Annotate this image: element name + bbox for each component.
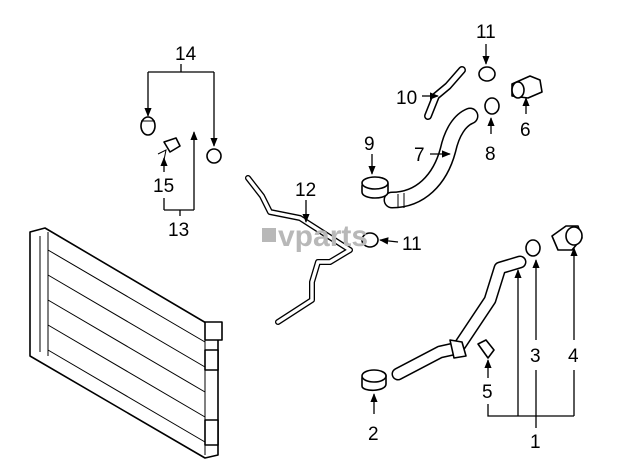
callout-9: 9: [364, 134, 375, 155]
callout-2: 2: [368, 424, 379, 445]
watermark-logo: vparts: [262, 220, 368, 253]
watermark-text: vparts: [278, 220, 368, 253]
callout-10: 10: [396, 88, 417, 109]
callout-8: 8: [485, 144, 496, 165]
callout-1: 1: [530, 432, 541, 453]
callout-14: 14: [175, 44, 197, 65]
clamp-3: [525, 239, 541, 257]
callout-13: 13: [168, 220, 189, 241]
clamp-14-right: [206, 148, 222, 164]
callout-12: 12: [295, 180, 316, 201]
clamp-2: [361, 369, 387, 392]
clip-5: [477, 339, 495, 359]
pipe-12: [245, 175, 353, 325]
hose-10: [424, 66, 466, 120]
callout-6: 6: [520, 120, 531, 141]
bracket-15: [157, 137, 181, 161]
clamp-14-left: [140, 116, 156, 136]
clamp-9: [361, 176, 389, 199]
callout-4: 4: [568, 346, 579, 367]
callout-11-middle: 11: [402, 234, 422, 255]
hose-13: [160, 112, 214, 152]
clamp-11-top: [478, 66, 496, 82]
callout-3: 3: [530, 346, 541, 367]
clamp-11-middle: [361, 232, 379, 248]
radiator: [29, 227, 223, 459]
hose-7: [383, 107, 479, 209]
callout-11-top: 11: [476, 22, 496, 43]
flange-6: [511, 75, 543, 99]
callout-5: 5: [482, 382, 493, 403]
leader-lines: [144, 44, 578, 428]
callout-7: 7: [414, 145, 425, 166]
clamp-8: [484, 97, 500, 115]
cap-4: [551, 225, 583, 251]
pipe-1: [391, 255, 527, 381]
callout-15: 15: [153, 176, 174, 197]
